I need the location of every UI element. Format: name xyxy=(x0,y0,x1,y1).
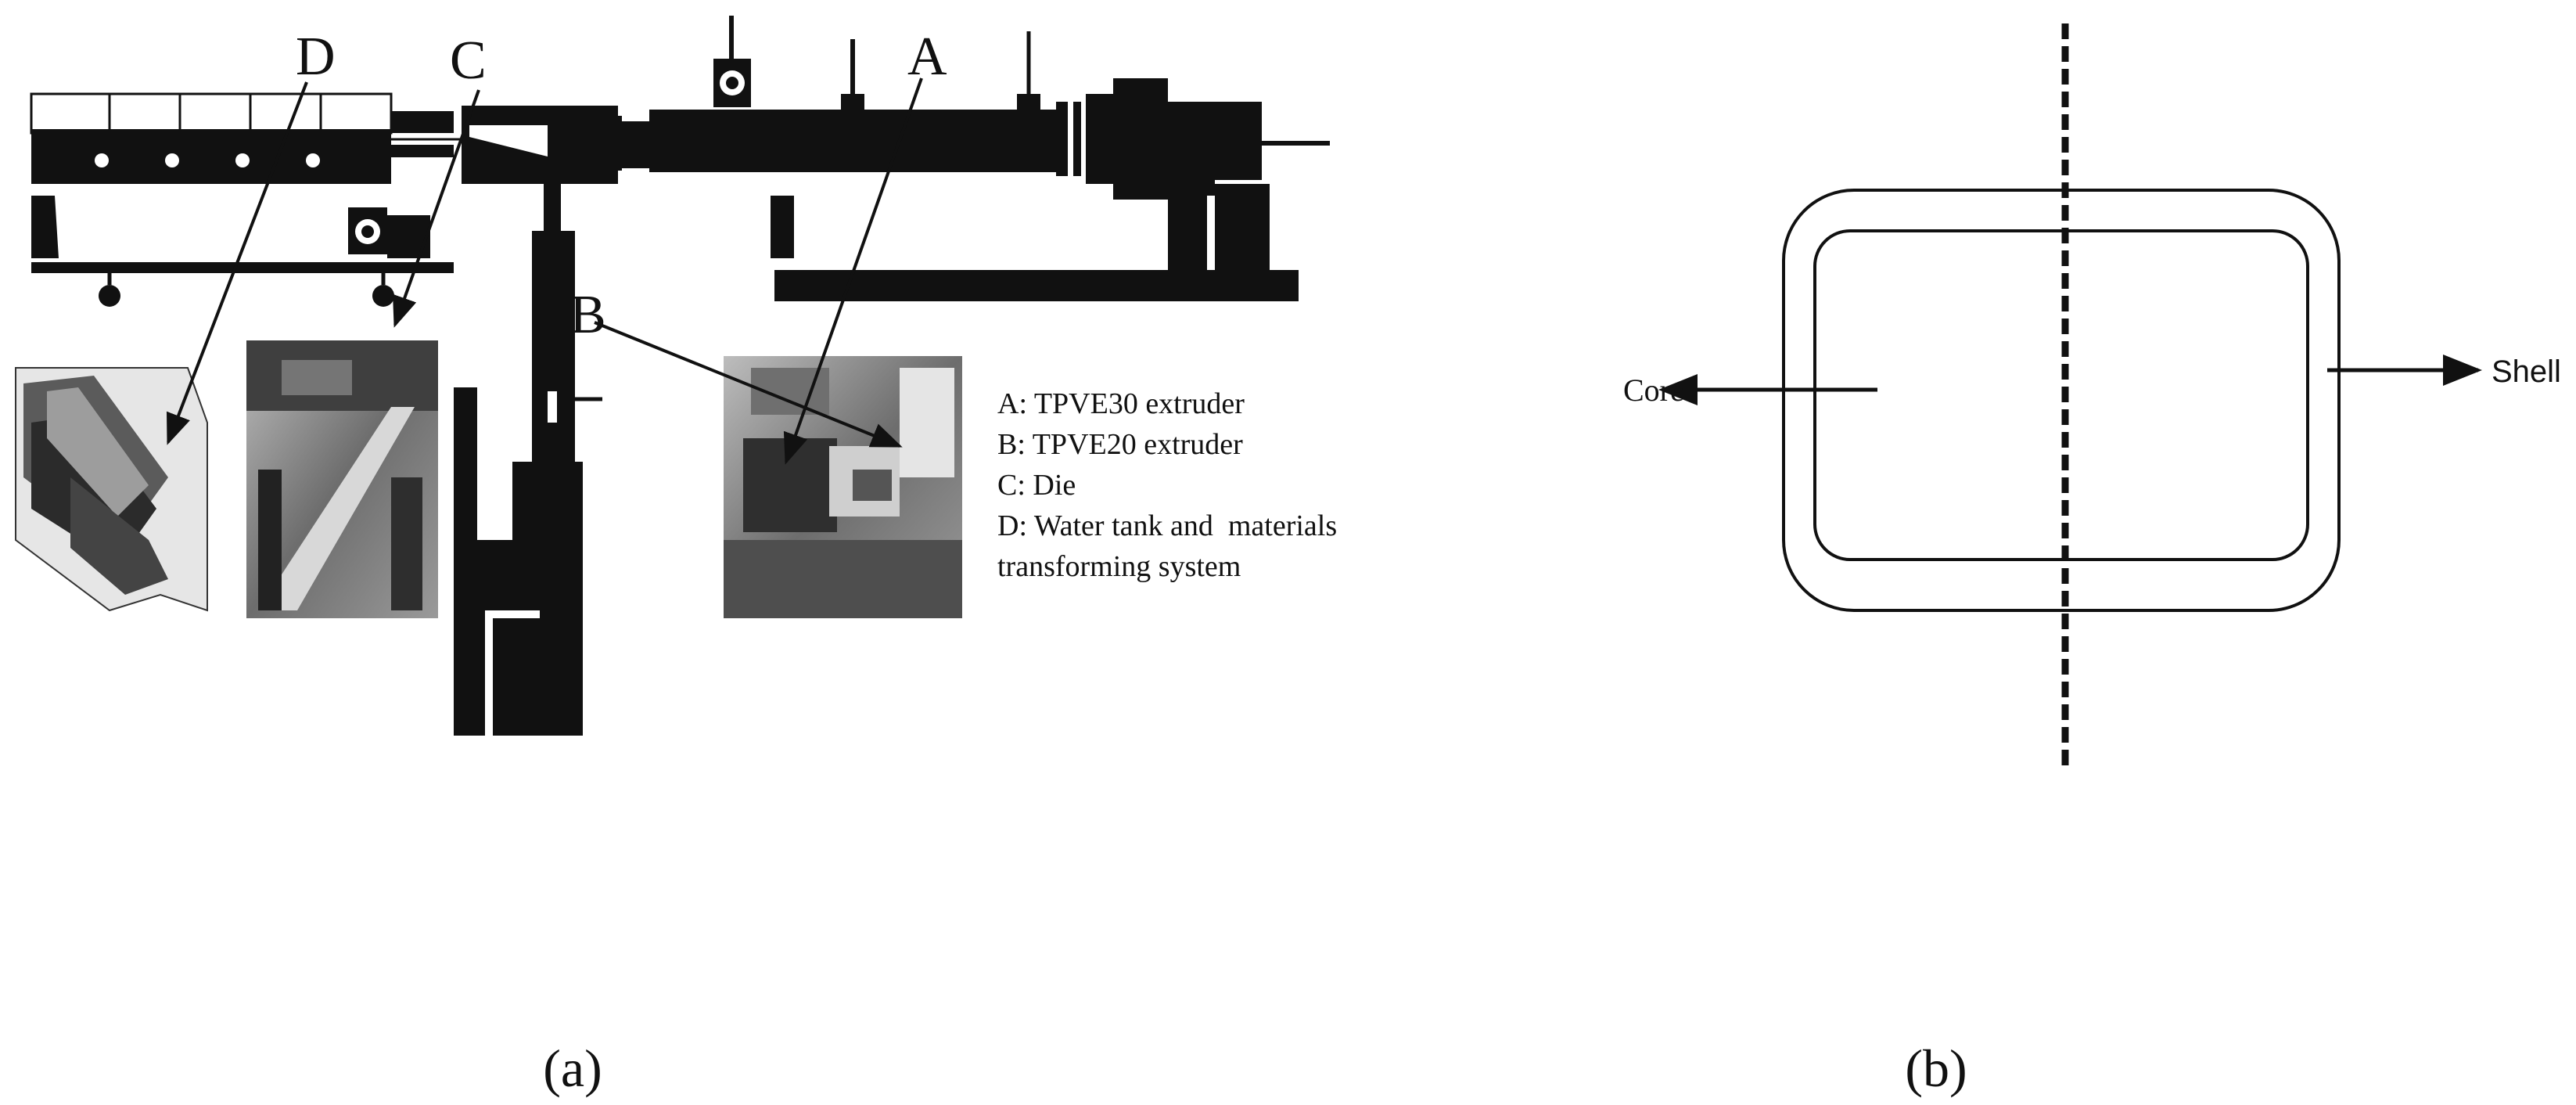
legend-item-c: C: Die xyxy=(997,469,1076,502)
water-tank xyxy=(30,92,454,307)
panel-a-caption: (a) xyxy=(543,1038,602,1098)
panel-a: D C A B A: TPVE30 extruder B: TPVE20 ext… xyxy=(15,16,1337,1098)
die xyxy=(391,106,622,184)
legend: A: TPVE30 extruder B: TPVE20 extruder C:… xyxy=(997,387,1337,583)
callout-line-a xyxy=(783,77,923,465)
panel-b-caption: (b) xyxy=(1905,1038,1967,1098)
callout-line-b xyxy=(594,321,903,448)
callout-line-d xyxy=(166,81,308,445)
callout-d: D xyxy=(296,27,336,87)
callout-b: B xyxy=(569,285,606,345)
extruder-a xyxy=(618,16,1330,301)
legend-item-b: B: TPVE20 extruder xyxy=(997,428,1243,461)
core-outline xyxy=(1813,229,2309,561)
photo-die xyxy=(246,340,438,618)
callout-a: A xyxy=(907,27,947,87)
legend-item-a: A: TPVE30 extruder xyxy=(997,387,1245,420)
panel-b: Core Shell (b) xyxy=(1623,23,2561,1098)
core-label: Core xyxy=(1623,373,1684,408)
shell-outline xyxy=(1782,189,2341,612)
callout-line-c xyxy=(393,89,480,328)
legend-item-d: D: Water tank and materials xyxy=(997,509,1337,542)
extruder-b xyxy=(454,184,602,736)
legend-item-d-cont: transforming system xyxy=(997,550,1241,583)
shell-label: Shell xyxy=(2492,355,2561,389)
photo-extruder xyxy=(724,356,962,618)
photo-profile xyxy=(15,367,208,612)
callout-c: C xyxy=(450,31,487,91)
